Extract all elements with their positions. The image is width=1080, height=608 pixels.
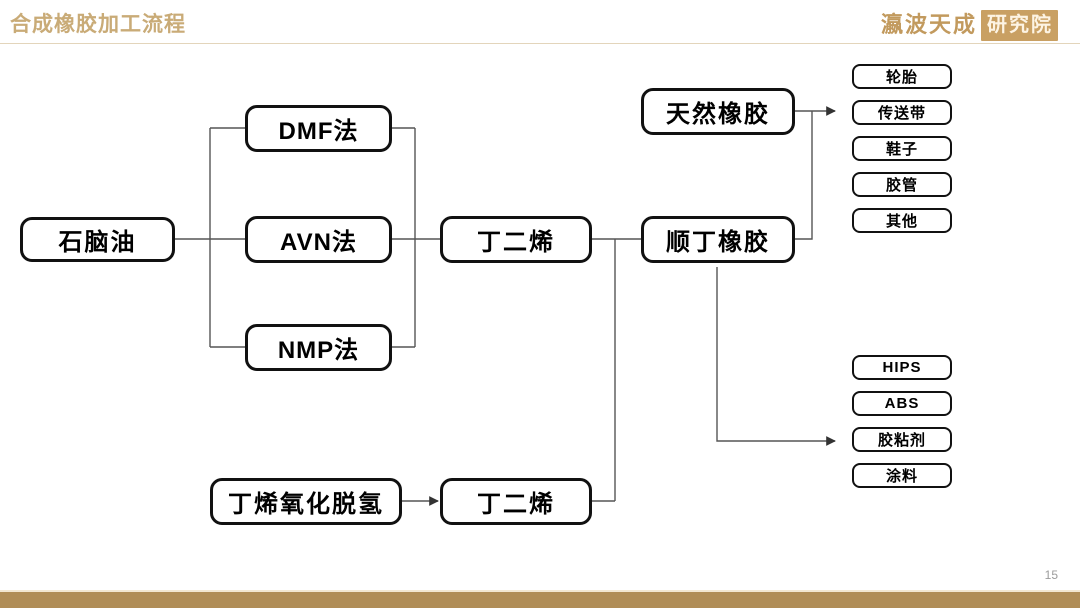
node-label: 传送带 xyxy=(877,106,926,122)
node-label: 天然橡胶 xyxy=(666,102,770,128)
node-product-adhesive[interactable]: 胶粘剂 xyxy=(852,427,952,452)
brand-logo: 瀛波天成 研究院 xyxy=(881,9,1058,41)
node-product-rubber-hose[interactable]: 胶管 xyxy=(852,172,952,197)
page-number: 15 xyxy=(1044,568,1058,582)
node-method-avn[interactable]: AVN法 xyxy=(245,216,392,263)
flowchart-connectors xyxy=(175,106,836,506)
node-cis-butadiene-rubber[interactable]: 顺丁橡胶 xyxy=(641,216,795,263)
node-label: 顺丁橡胶 xyxy=(666,230,770,256)
node-label: DMF法 xyxy=(278,118,359,145)
page-title: 合成橡胶加工流程 xyxy=(10,12,186,36)
node-method-nmp[interactable]: NMP法 xyxy=(245,324,392,371)
node-label: 丁烯氧化脱氢 xyxy=(228,492,384,518)
node-label: AVN法 xyxy=(280,229,357,256)
node-label: 涂料 xyxy=(885,469,918,485)
node-label: ABS xyxy=(884,395,920,412)
footer-bar xyxy=(0,592,1080,608)
logo-seal-block: 研究院 xyxy=(981,9,1058,41)
node-product-other[interactable]: 其他 xyxy=(852,208,952,233)
footer-hairline xyxy=(0,590,1080,592)
node-product-abs[interactable]: ABS xyxy=(852,391,952,416)
node-label: 胶粘剂 xyxy=(877,433,926,449)
logo-seal-text: 瀛波天成 xyxy=(880,12,977,37)
node-butadiene-main[interactable]: 丁二烯 xyxy=(440,216,592,263)
node-label: 轮胎 xyxy=(885,70,918,86)
node-product-coating[interactable]: 涂料 xyxy=(852,463,952,488)
header-divider xyxy=(0,43,1080,44)
node-label: 胶管 xyxy=(885,178,918,194)
node-product-conveyor-belt[interactable]: 传送带 xyxy=(852,100,952,125)
node-butene-oxidative-dehydrogenation[interactable]: 丁烯氧化脱氢 xyxy=(210,478,402,525)
node-product-hips[interactable]: HIPS xyxy=(852,355,952,380)
node-label: 其他 xyxy=(885,214,918,230)
node-label: 丁二烯 xyxy=(477,492,555,518)
node-label: NMP法 xyxy=(277,337,360,364)
node-natural-rubber[interactable]: 天然橡胶 xyxy=(641,88,795,135)
node-label: 石脑油 xyxy=(58,230,137,256)
node-label: 鞋子 xyxy=(885,142,918,158)
node-product-tire[interactable]: 轮胎 xyxy=(852,64,952,89)
node-label: 丁二烯 xyxy=(477,230,555,256)
node-product-shoes[interactable]: 鞋子 xyxy=(852,136,952,161)
flowchart: 石脑油 DMF法 AVN法 NMP法 丁二烯 天然橡胶 顺丁橡胶 丁烯氧化脱氢 … xyxy=(0,44,1080,592)
node-butadiene-alt[interactable]: 丁二烯 xyxy=(440,478,592,525)
node-method-dmf[interactable]: DMF法 xyxy=(245,105,392,152)
node-label: HIPS xyxy=(882,359,922,376)
node-naphtha[interactable]: 石脑油 xyxy=(20,217,175,262)
